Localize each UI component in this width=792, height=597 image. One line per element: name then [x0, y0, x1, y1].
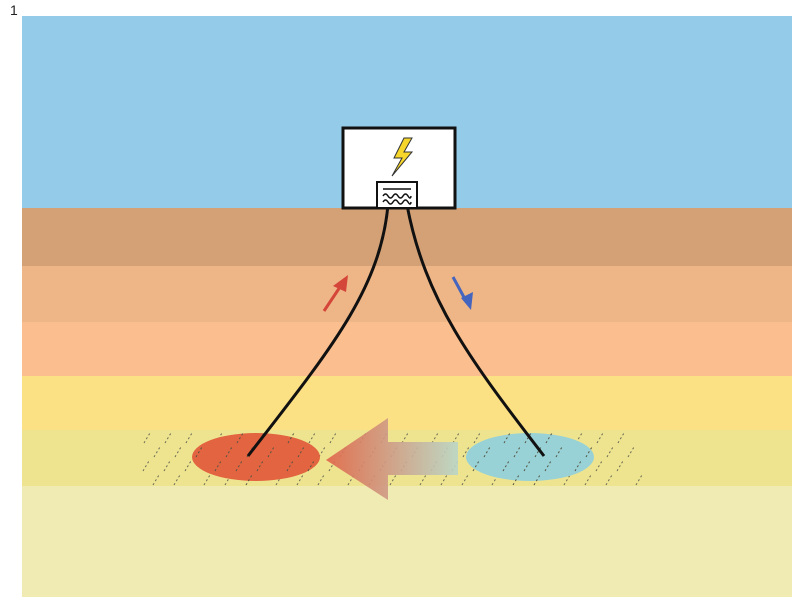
yellow-band-layer	[22, 376, 792, 430]
heat-exchanger-icon	[377, 182, 417, 208]
middle-rock-layer	[22, 322, 792, 376]
lower-bedrock-layer	[22, 486, 792, 597]
topsoil-layer	[22, 208, 792, 266]
hot-zone	[192, 433, 320, 481]
upper-rock-layer	[22, 266, 792, 322]
